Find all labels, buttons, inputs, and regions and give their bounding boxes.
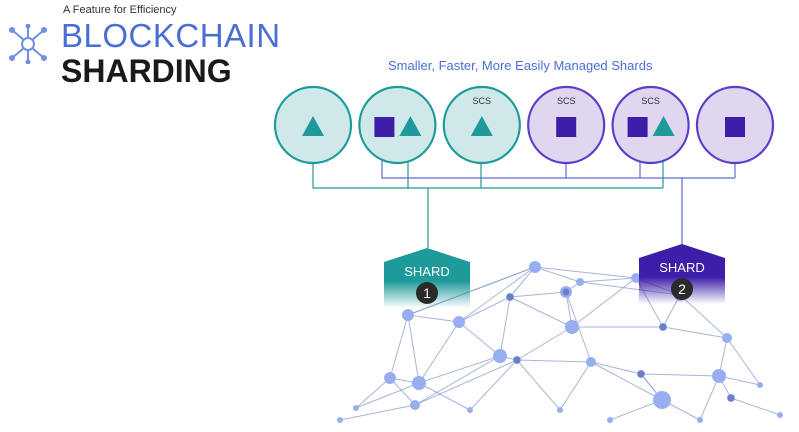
network-node [493,349,507,363]
network-edge [662,326,728,339]
shard-number-circle [671,278,693,300]
network-node [402,309,414,321]
network-edge [458,321,501,357]
shard-badges: SHARD 1 SHARD 2 [384,244,725,308]
network-edge [355,382,420,409]
triangle-icon [652,116,675,136]
network-node [410,400,420,410]
shard-number: 1 [423,285,431,301]
network-edge [699,375,720,421]
network-node [557,407,563,413]
square-icon [556,117,577,137]
network-edge [640,373,720,377]
shard-circle-5 [611,85,690,165]
network-edge [726,337,761,386]
network-edge [339,404,416,421]
network-logo-icon [9,24,47,64]
triangle-icon [399,116,422,136]
network-edge [355,377,391,409]
network-node [529,261,541,273]
network-edge [609,399,663,421]
network-edge [516,326,573,361]
network-node [453,316,465,328]
network-node [757,382,763,388]
network-node [607,417,613,423]
network-node-dark [562,288,570,296]
network-edge [469,359,518,411]
network-edge [516,359,592,363]
subtitle: Smaller, Faster, More Easily Managed Sha… [388,58,653,73]
title-sharding: SHARDING [61,53,232,89]
network-edge [418,321,460,384]
network-node [384,372,396,384]
network-edge [534,266,637,279]
network-node-dark [513,356,521,364]
shard-circle-2 [358,85,437,165]
shard-number-circle [416,282,438,304]
network-edge [414,355,501,406]
network-node [467,407,473,413]
shard-label: SHARD [404,264,450,279]
network-edge [499,296,511,357]
network-edge [571,277,637,328]
network-node [565,320,579,334]
network-edge [590,361,642,375]
network-edge [407,314,420,384]
network-node [576,278,584,286]
shard-badge-1 [384,248,470,308]
network-edge [458,266,536,323]
network-node-dark [637,370,645,378]
network-edge [407,314,460,323]
network-node [722,333,732,343]
network-edge [414,359,518,406]
header: A Feature for Efficiency BLOCKCHAIN SHAR… [0,0,300,100]
network-edge [418,382,471,411]
triangle-icon [470,116,493,136]
square-icon [627,117,648,137]
network-node [653,391,671,409]
scs-label: SCS [641,96,660,106]
network-edge [389,377,416,406]
kicker-text: A Feature for Efficiency [63,4,177,16]
network-edge [579,277,637,283]
square-icon [374,117,395,137]
network-edge [534,266,581,283]
network-node [353,405,359,411]
network-edge [389,314,409,379]
network-node [631,273,641,283]
network-node-dark [659,323,667,331]
network-edge [458,296,511,323]
network-edge [509,296,573,328]
network-edge [509,291,567,298]
shard-number: 2 [678,281,686,297]
network-node [697,417,703,423]
node-circles: SCS SCS SCS [273,85,775,165]
network-node [777,412,783,418]
triangle-icon [302,116,324,136]
network-edge [559,361,592,411]
network-edge [590,361,663,401]
title-blockchain: BLOCKCHAIN [61,17,281,54]
network-edge [516,359,561,411]
network-node-dark [506,293,514,301]
square-icon [725,117,745,137]
network-edge [730,397,781,416]
network-edge [509,266,536,298]
network-edge [418,355,501,384]
shard-badge-2 [639,244,725,304]
scs-label: SCS [557,96,576,106]
network-node [412,376,426,390]
network-node [586,357,596,367]
network-node [337,417,343,423]
scs-label: SCS [473,96,492,106]
shard-label: SHARD [659,260,705,275]
network-node [712,369,726,383]
network-node-dark [727,394,735,402]
